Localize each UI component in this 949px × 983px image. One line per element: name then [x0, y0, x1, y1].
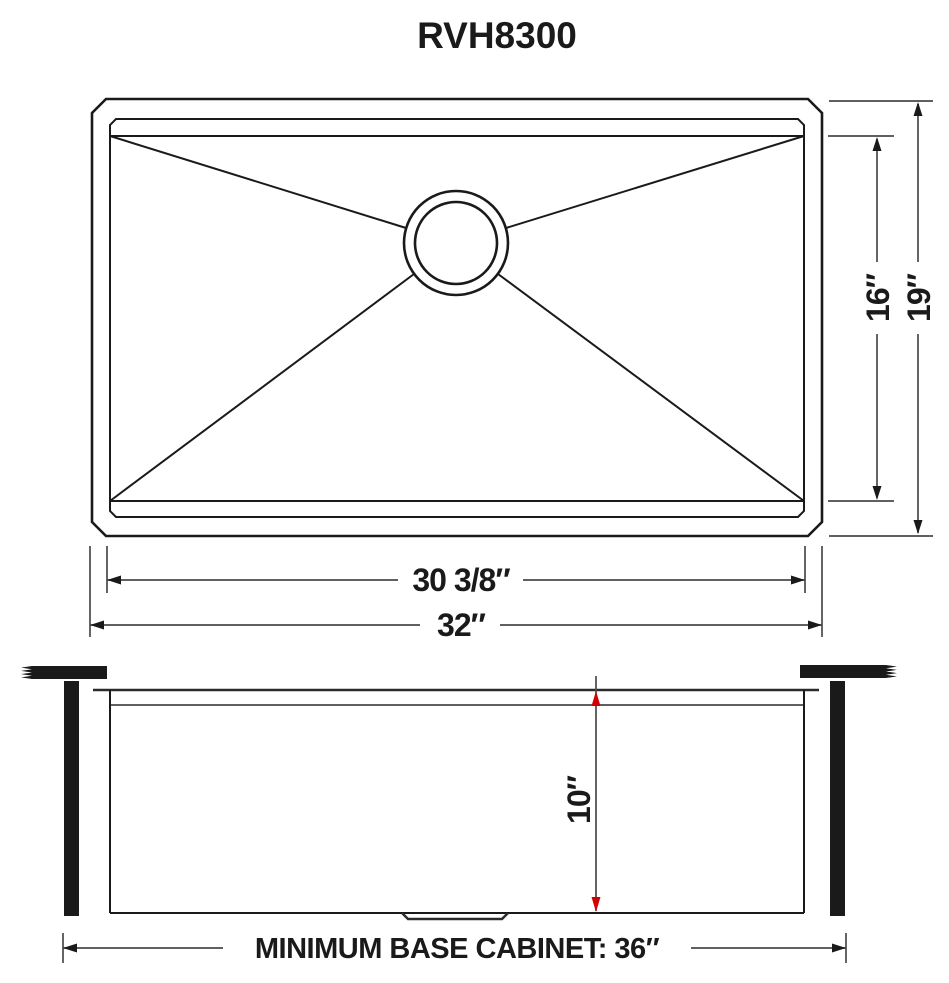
drain-groove-top-left — [109, 135, 407, 229]
inner-rim-outline — [109, 118, 805, 518]
drain-boss — [401, 912, 509, 921]
dim-inner-length: 30 3/8″ — [106, 546, 806, 598]
countertop-left — [21, 666, 107, 679]
arrow-right-icon — [808, 620, 822, 630]
dim-label-inner-width: 16″ — [860, 273, 896, 322]
drain-groove-bottom-left — [109, 273, 415, 502]
arrow-up-icon — [913, 102, 923, 116]
dim-base-cabinet: MINIMUM BASE CABINET: 36″ — [62, 933, 847, 965]
countertop-right — [800, 665, 897, 678]
dim-overall-width: 19″ — [829, 100, 937, 537]
dim-label-base-cabinet: MINIMUM BASE CABINET: 36″ — [255, 933, 660, 965]
dim-label-overall-width: 19″ — [901, 273, 937, 322]
dim-bowl-depth: 10″ — [561, 676, 601, 912]
dim-label-bowl-depth: 10″ — [561, 775, 597, 824]
dim-label-overall-length: 32″ — [437, 607, 486, 643]
arrow-down-icon — [591, 897, 601, 912]
arrow-left-icon — [107, 575, 121, 585]
drain-groove-bottom-right — [497, 273, 805, 502]
arrow-up-icon — [872, 137, 882, 151]
arrow-down-icon — [872, 486, 882, 500]
cabinet-wall-right — [830, 681, 845, 916]
dim-label-inner-length: 30 3/8″ — [412, 562, 510, 598]
side-view: 10″ MINIMUM BASE CABINET: 36″ — [21, 665, 897, 965]
cabinet-wall-left — [64, 681, 79, 916]
model-number: RVH8300 — [417, 15, 577, 56]
arrow-down-icon — [913, 520, 923, 534]
outer-rim-outline — [90, 97, 824, 538]
arrow-right-icon — [832, 943, 846, 953]
drain-groove-top-right — [505, 135, 805, 229]
arrow-left-icon — [90, 620, 104, 630]
drain-icon — [402, 189, 510, 297]
arrow-right-icon — [791, 575, 805, 585]
arrow-up-icon — [591, 691, 601, 706]
top-view: 16″ 19″ 30 3/8″ — [89, 97, 937, 643]
dim-inner-width: 16″ — [828, 135, 896, 502]
arrow-left-icon — [63, 943, 77, 953]
dim-overall-length: 32″ — [89, 546, 823, 643]
